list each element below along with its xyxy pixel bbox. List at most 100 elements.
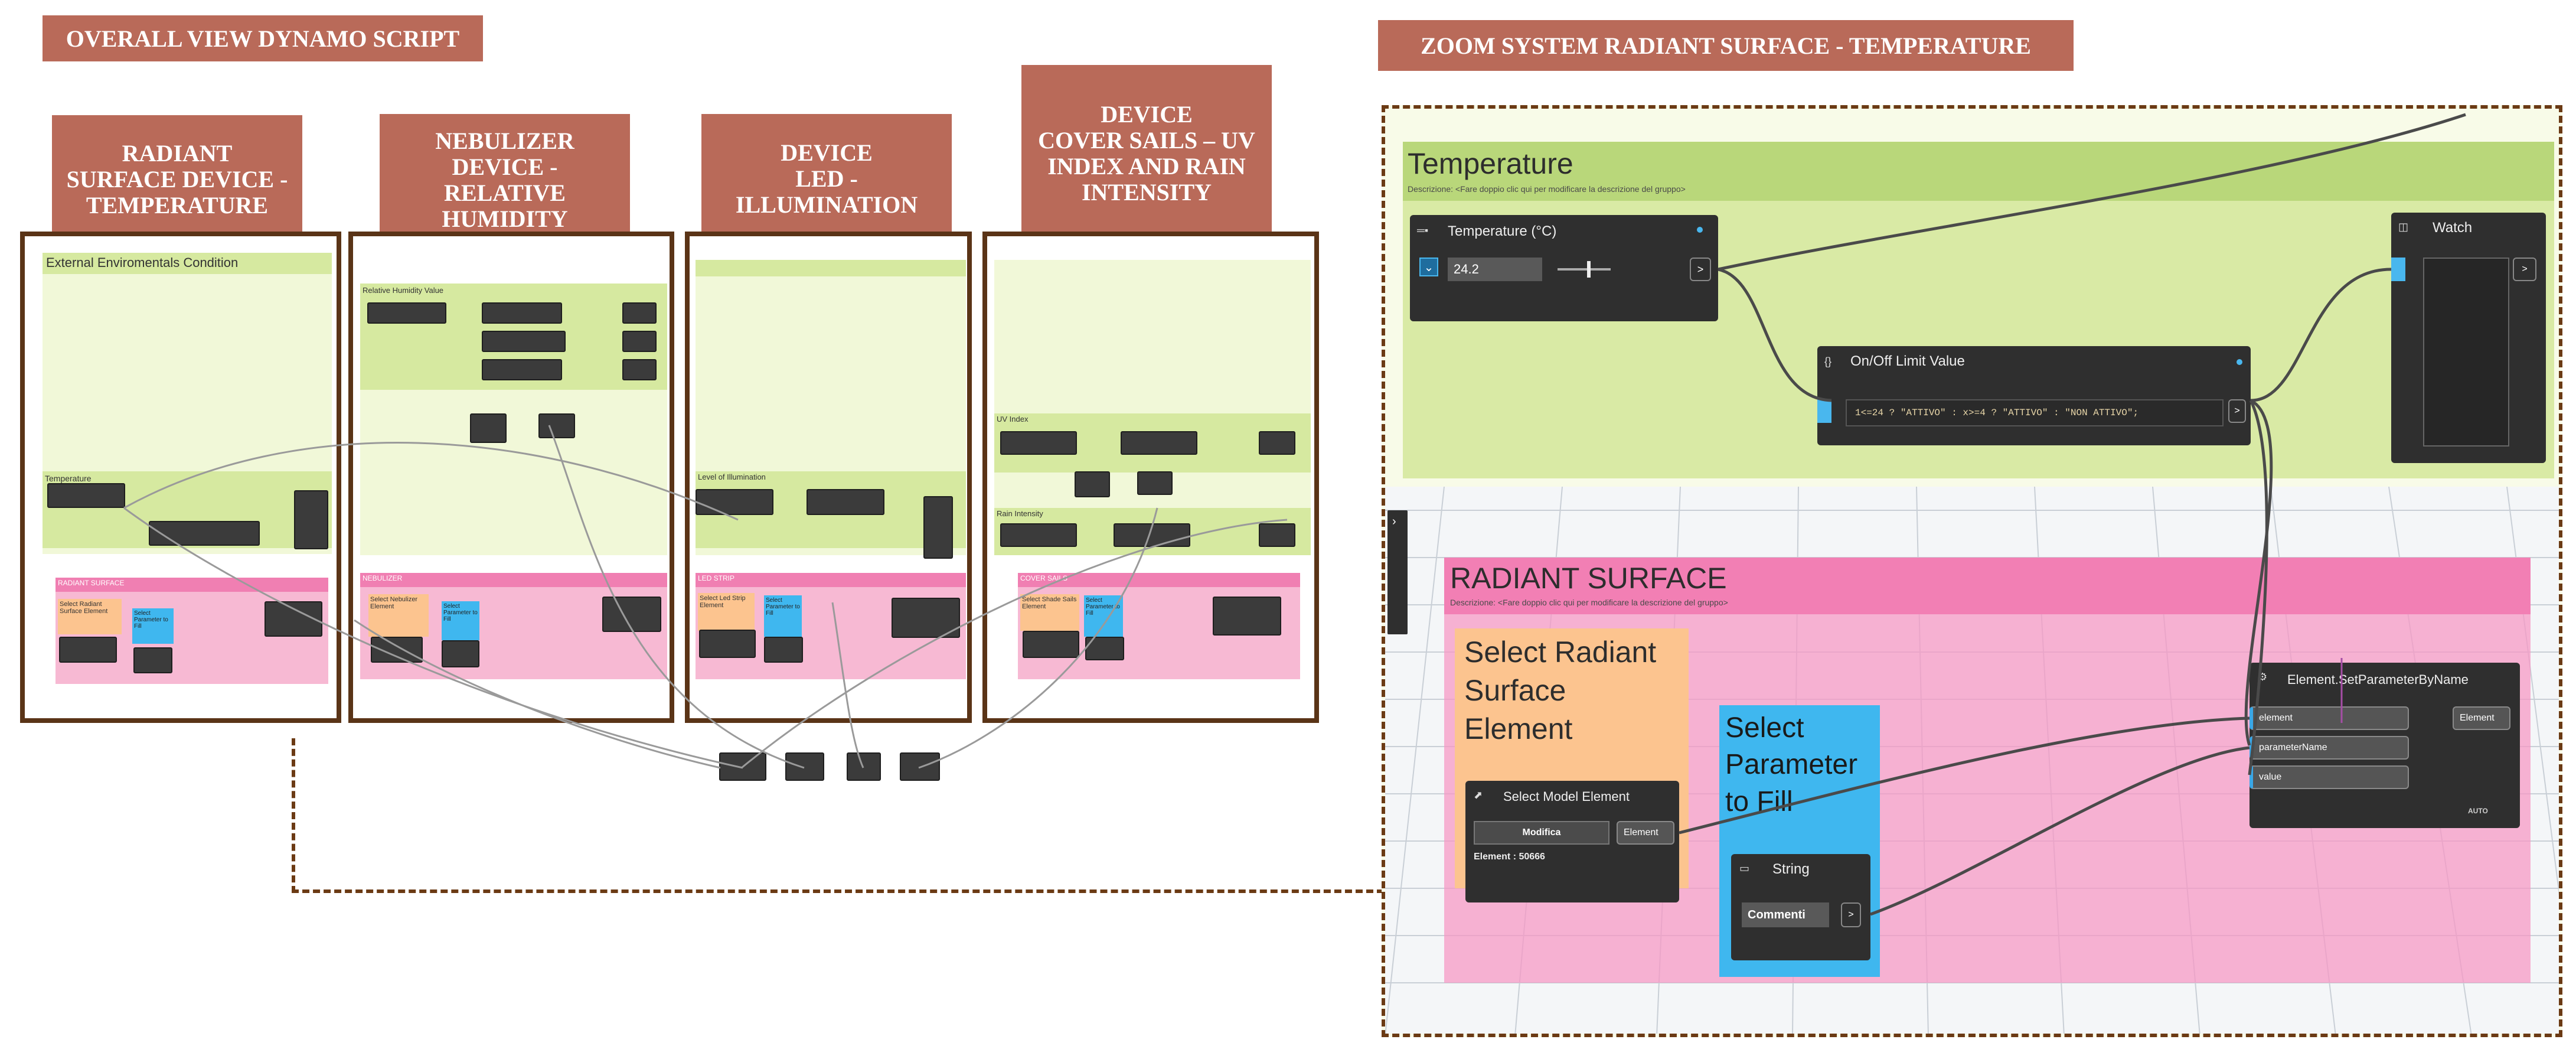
mini-node[interactable]: [622, 302, 657, 324]
radiant-surface-header[interactable]: RADIANT SURFACE Descrizione: <Fare doppi…: [1444, 558, 2531, 614]
radiant-surface-description: Descrizione: <Fare doppio clic qui per m…: [1450, 598, 1728, 607]
mini-node[interactable]: [1023, 631, 1079, 658]
node-title: On/Off Limit Value: [1850, 353, 1965, 369]
column-frame-nebulizer: Relative Humidity Value NEBULIZER Select…: [348, 232, 674, 723]
temperature-slider-node[interactable]: ═▪ Temperature (°C) ⌄ 24.2 >: [1410, 215, 1718, 321]
output-port[interactable]: >: [2228, 399, 2246, 423]
string-value-field[interactable]: Commenti: [1742, 902, 1829, 927]
mini-node[interactable]: [367, 302, 446, 324]
radiant-surface-title: RADIANT SURFACE: [1450, 562, 1727, 595]
output-port[interactable]: >: [1841, 902, 1861, 927]
group-header: External Enviromentals Condition: [43, 253, 332, 274]
mini-node[interactable]: [149, 521, 260, 546]
pink-group: NEBULIZER Select Nebulizer Element Selec…: [360, 573, 667, 679]
zoom-title: ZOOM SYSTEM RADIANT SURFACE - TEMPERATUR…: [1378, 20, 2074, 71]
node-title: String: [1772, 861, 1810, 877]
mini-node[interactable]: [1121, 431, 1197, 455]
collector-node[interactable]: [900, 752, 940, 781]
mini-node[interactable]: [482, 302, 562, 324]
code-block-node[interactable]: {} On/Off Limit Value 1<=24 ? "ATTIVO" :…: [1817, 346, 2251, 445]
temperature-group-header[interactable]: Temperature Descrizione: <Fare doppio cl…: [1403, 142, 2554, 201]
cursor-icon: ⬈: [1474, 789, 1483, 801]
mini-node[interactable]: [538, 413, 575, 438]
mini-node[interactable]: [807, 489, 884, 515]
watch-node[interactable]: ◫ Watch >: [2391, 213, 2546, 463]
note-text: Select Parameter to Fill: [1725, 712, 1858, 817]
node-title: Temperature (°C): [1448, 223, 1557, 239]
mini-node[interactable]: [764, 637, 803, 663]
mini-node[interactable]: [1213, 597, 1281, 636]
blue-note: Select Parameter to Fill: [442, 601, 479, 640]
mini-node[interactable]: [699, 630, 756, 658]
element-output-port[interactable]: Element: [2453, 706, 2510, 730]
pink-group: COVER SAILS Select Shade Sails Element S…: [1018, 573, 1300, 679]
collector-node[interactable]: [847, 752, 881, 781]
mini-node[interactable]: [622, 359, 657, 380]
mini-node[interactable]: [59, 637, 117, 663]
slider-thumb[interactable]: [1587, 261, 1591, 278]
element-info: Element : 50666: [1474, 852, 1545, 862]
mini-node[interactable]: [622, 331, 657, 352]
mini-node[interactable]: [133, 647, 172, 673]
mini-node[interactable]: [1000, 523, 1077, 547]
mini-node[interactable]: [602, 597, 661, 632]
side-panel-handle[interactable]: ›: [1387, 510, 1408, 634]
code-editor[interactable]: 1<=24 ? "ATTIVO" : x>=4 ? "ATTIVO" : "NO…: [1846, 399, 2224, 426]
input-port[interactable]: [1817, 399, 1831, 423]
column-frame-radiant: External Enviromentals Condition Tempera…: [20, 232, 341, 723]
connector-vertical: [292, 738, 295, 893]
expand-icon[interactable]: ⌄: [1419, 258, 1438, 276]
pink-group: RADIANT SURFACE Select Radiant Surface E…: [55, 578, 328, 684]
mini-node[interactable]: [1259, 431, 1295, 455]
value-input-port[interactable]: value: [2249, 765, 2409, 789]
status-dot: [1697, 227, 1703, 233]
select-model-element-node[interactable]: ⬈ Select Model Element Modifica Element …: [1465, 781, 1679, 902]
orange-note: Select Radiant Surface Element: [58, 599, 122, 634]
inner-group-title: Rain Intensity: [997, 509, 1043, 518]
mini-node[interactable]: [1000, 431, 1077, 455]
mini-node[interactable]: [892, 598, 960, 638]
lacing-label: AUTO: [2468, 807, 2488, 815]
pink-group-header: COVER SAILS: [1018, 573, 1300, 587]
output-port[interactable]: >: [1690, 258, 1711, 281]
code-block-icon: {}: [1824, 356, 1832, 367]
node-title: Select Model Element: [1503, 789, 1630, 804]
mini-node[interactable]: [923, 496, 953, 559]
mini-node[interactable]: [1075, 471, 1110, 497]
mini-node[interactable]: [294, 490, 328, 549]
mini-node[interactable]: [47, 483, 125, 508]
group-title: UV Index: [997, 415, 1029, 423]
connector-horizontal: [292, 889, 1384, 893]
mini-node[interactable]: [1259, 523, 1295, 547]
temperature-value-field[interactable]: 24.2: [1448, 258, 1542, 281]
set-parameter-by-name-node[interactable]: ⚙ Element.SetParameterByName element par…: [2249, 663, 2520, 828]
watch-display: [2423, 258, 2509, 447]
blue-note: Select Parameter to Fill: [1084, 595, 1123, 637]
mini-node[interactable]: [482, 331, 566, 352]
overall-wires: [123, 425, 1288, 769]
column-title-radiant: RADIANT SURFACE DEVICE - TEMPERATURE: [52, 115, 302, 244]
input-port[interactable]: [2391, 258, 2405, 281]
inner-group-title: Level of Illumination: [698, 473, 766, 481]
mini-node[interactable]: [696, 489, 773, 515]
collector-node[interactable]: [785, 752, 824, 781]
pink-group-title: NEBULIZER: [363, 574, 403, 582]
orange-note: Select Nebulizer Element: [368, 594, 429, 637]
modify-button[interactable]: Modifica: [1474, 821, 1609, 845]
mini-node[interactable]: [470, 413, 507, 443]
orange-note: Select Led Strip Element: [698, 593, 755, 631]
watch-icon: ◫: [2398, 221, 2409, 233]
string-node[interactable]: ▭ String Commenti >: [1731, 854, 1870, 960]
slider-track[interactable]: [1558, 268, 1611, 271]
output-port[interactable]: >: [2513, 258, 2536, 281]
element-input-port[interactable]: element: [2249, 706, 2409, 730]
mini-node[interactable]: [1137, 471, 1173, 495]
element-output-port[interactable]: Element: [1617, 821, 1674, 845]
overall-view-title: OVERALL VIEW DYNAMO SCRIPT: [43, 15, 483, 61]
mini-node[interactable]: [482, 359, 562, 380]
pink-group-title: RADIANT SURFACE: [58, 579, 125, 587]
column-title-nebulizer: NEBULIZER DEVICE - RELATIVE HUMIDITY: [380, 114, 630, 246]
node-title: Watch: [2433, 220, 2473, 236]
blue-note: Select Parameter to Fill: [764, 595, 802, 637]
mini-node[interactable]: [442, 640, 479, 667]
